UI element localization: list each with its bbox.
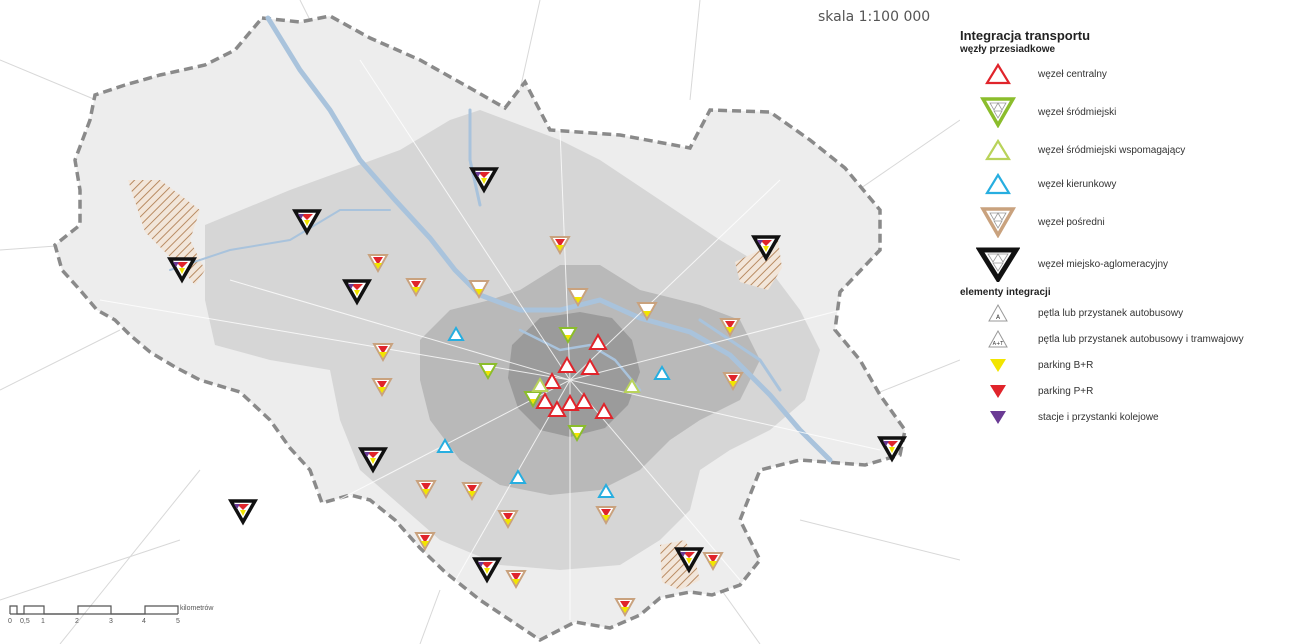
green-triangle-icon xyxy=(980,97,1016,128)
legend-label: pętla lub przystanek autobusowy i tramwa… xyxy=(1038,333,1244,345)
light-green-triangle-icon xyxy=(985,138,1011,161)
scalebar-tick: 5 xyxy=(176,618,180,625)
legend-label: węzeł centralny xyxy=(1038,68,1107,80)
legend-row-downtown-support: węzeł śródmiejski wspomagający xyxy=(958,133,1307,167)
bus-stop-icon: A xyxy=(988,303,1008,322)
legend-row-bus-tram: A+T pętla lub przystanek autobusowy i tr… xyxy=(958,326,1307,352)
legend-section-nodes: węzły przesiadkowe xyxy=(960,44,1056,55)
legend-label: węzeł śródmiejski wspomagający xyxy=(1038,144,1186,156)
red-filled-triangle-icon xyxy=(990,385,1006,398)
scalebar-tick: 2 xyxy=(75,618,79,625)
black-triangle-icon xyxy=(976,247,1020,282)
scalebar-tick: 1 xyxy=(41,618,45,625)
legend-label: parking P+R xyxy=(1038,385,1094,397)
tan-triangle-icon xyxy=(980,207,1016,238)
legend-row-bike-ride: parking B+R xyxy=(958,352,1307,378)
legend-label: węzeł kierunkowy xyxy=(1038,178,1117,190)
legend-row-central: węzeł centralny xyxy=(958,57,1307,91)
legend-row-directional: węzeł kierunkowy xyxy=(958,167,1307,201)
scalebar-tick: 3 xyxy=(109,618,113,625)
scale-bar xyxy=(9,605,179,615)
legend-label: stacje i przystanki kolejowe xyxy=(1038,411,1159,423)
svg-text:A: A xyxy=(996,314,1001,321)
legend-label: pętla lub przystanek autobusowy xyxy=(1038,307,1184,319)
map-scale-label: skala 1:100 000 xyxy=(818,9,931,25)
legend-title: Integracja transportu xyxy=(960,28,1091,43)
legend-label: węzeł pośredni xyxy=(1038,216,1105,228)
svg-text:A+T: A+T xyxy=(993,341,1005,347)
legend-row-park-ride: parking P+R xyxy=(958,378,1307,404)
yellow-triangle-icon xyxy=(990,359,1006,372)
scalebar-tick: 0 xyxy=(8,618,12,625)
map-legend: Integracja transportu węzły przesiadkowe… xyxy=(958,28,1307,430)
scalebar-tick: 0,5 xyxy=(20,618,30,625)
scalebar-unit: kilometrów xyxy=(180,605,214,612)
legend-row-bus: A pętla lub przystanek autobusowy xyxy=(958,300,1307,326)
transport-map xyxy=(0,0,960,644)
legend-label: parking B+R xyxy=(1038,359,1094,371)
legend-row-intermediate: węzeł pośredni xyxy=(958,201,1307,243)
legend-label: węzeł miejsko-aglomeracyjny xyxy=(1038,258,1169,270)
purple-triangle-icon xyxy=(990,411,1006,424)
bus-tram-stop-icon: A+T xyxy=(988,329,1008,348)
legend-row-metro: węzeł miejsko-aglomeracyjny xyxy=(958,243,1307,285)
legend-row-rail: stacje i przystanki kolejowe xyxy=(958,404,1307,430)
cyan-triangle-icon xyxy=(985,172,1011,195)
legend-label: węzeł śródmiejski xyxy=(1038,106,1117,118)
scalebar-tick: 4 xyxy=(142,618,146,625)
legend-section-elements: elementy integracji xyxy=(960,287,1051,298)
red-triangle-icon xyxy=(985,62,1011,85)
legend-row-downtown: węzeł śródmiejski xyxy=(958,91,1307,133)
